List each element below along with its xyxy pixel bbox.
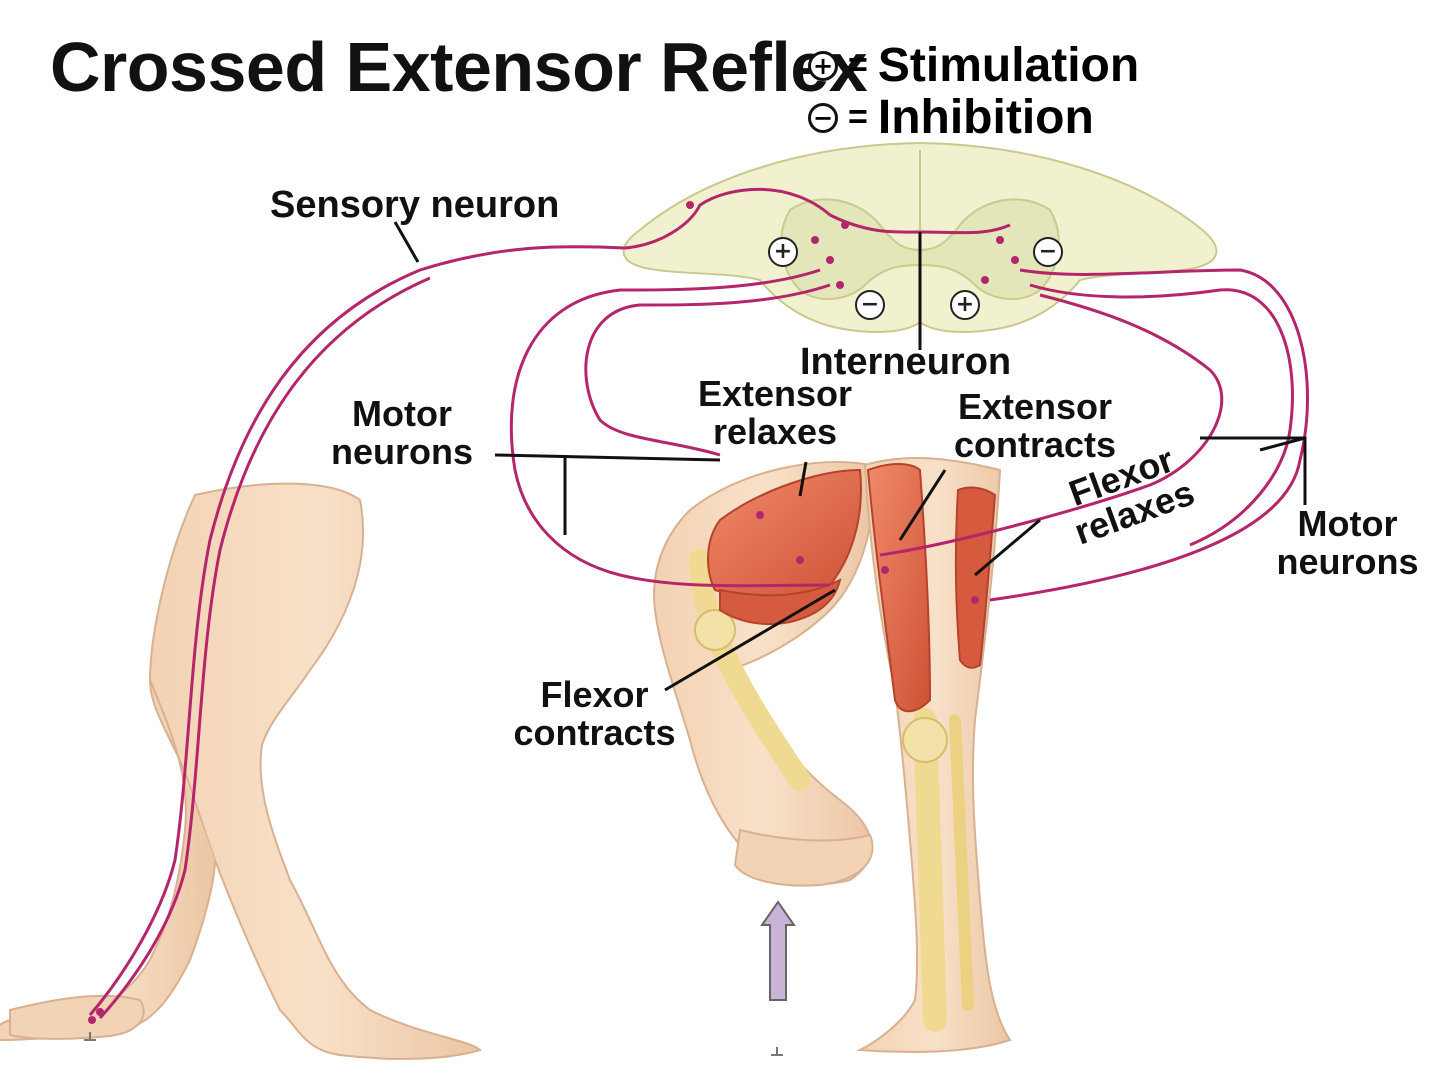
standing-extensor-muscle: [866, 463, 932, 713]
legend-stimulation-text: Stimulation: [877, 39, 1140, 92]
leader-sensory-neuron: [393, 221, 420, 263]
sensory-neuron-path-2: [98, 276, 431, 1020]
left-foot: [9, 994, 145, 1040]
leader-flexor-contracts: [664, 588, 836, 692]
standing-flexor-muscle: [954, 486, 997, 669]
standing-leg: [856, 457, 1012, 1053]
motor-neuron-right-outer: [1029, 283, 1294, 547]
label-motor-neurons-right: Motor neurons: [1276, 503, 1419, 582]
ground-marks: [84, 1032, 783, 1056]
lifted-leg: [653, 461, 874, 887]
lifted-foot: [733, 828, 874, 887]
leader-extensor-contracts: [898, 469, 947, 541]
sensory-neuron-path: [88, 187, 831, 1016]
lifted-knee-joint: [694, 609, 736, 651]
plus-icon: +: [950, 290, 980, 320]
plus-icon: +: [808, 50, 838, 81]
stimulus-arrow: [760, 900, 796, 1001]
label-interneuron: Interneuron: [800, 341, 1012, 383]
lifted-extensor-muscle: [707, 468, 862, 598]
plus-icon: +: [768, 237, 798, 267]
left-thigh-calf-back: [148, 482, 482, 1060]
leader-motor-neurons-left: [494, 453, 721, 462]
lifted-flexor-muscle: [719, 578, 842, 626]
label-sensory-neuron: Sensory neuron: [270, 184, 560, 226]
lifted-leg-bone: [689, 549, 811, 791]
leader-lines: [393, 221, 1307, 692]
leader-motor-neurons-right-branch: [1259, 436, 1306, 452]
minus-icon: −: [855, 290, 885, 320]
legend-inhibition: − = Inhibition: [808, 90, 1094, 145]
minus-icon: −: [1033, 237, 1063, 267]
standing-knee-joint: [902, 717, 948, 763]
label-motor-neurons-left: Motor neurons: [330, 393, 473, 472]
motor-neuron-left-inner: [584, 283, 831, 457]
legend-equals: =: [848, 98, 868, 136]
legend-stimulation: + = Stimulation: [808, 38, 1139, 93]
diagram-title: Crossed Extensor Reflex: [50, 28, 868, 106]
leader-flexor-relaxes: [974, 518, 1041, 577]
legend-inhibition-text: Inhibition: [877, 91, 1094, 144]
label-extensor-contracts: Extensor contracts: [953, 386, 1117, 465]
leader-extensor-relaxes: [798, 461, 808, 497]
minus-icon: −: [808, 102, 838, 133]
legend-equals: =: [848, 46, 868, 84]
label-flexor-contracts: Flexor contracts: [513, 674, 676, 753]
left-leg: [0, 482, 482, 1060]
label-extensor-relaxes: Extensor relaxes: [697, 373, 853, 452]
motor-neuron-right-inner: [989, 268, 1309, 602]
standing-fibula: [949, 714, 974, 1011]
standing-tibia: [913, 708, 947, 1032]
motor-neuron-right-mid: [879, 293, 1224, 557]
